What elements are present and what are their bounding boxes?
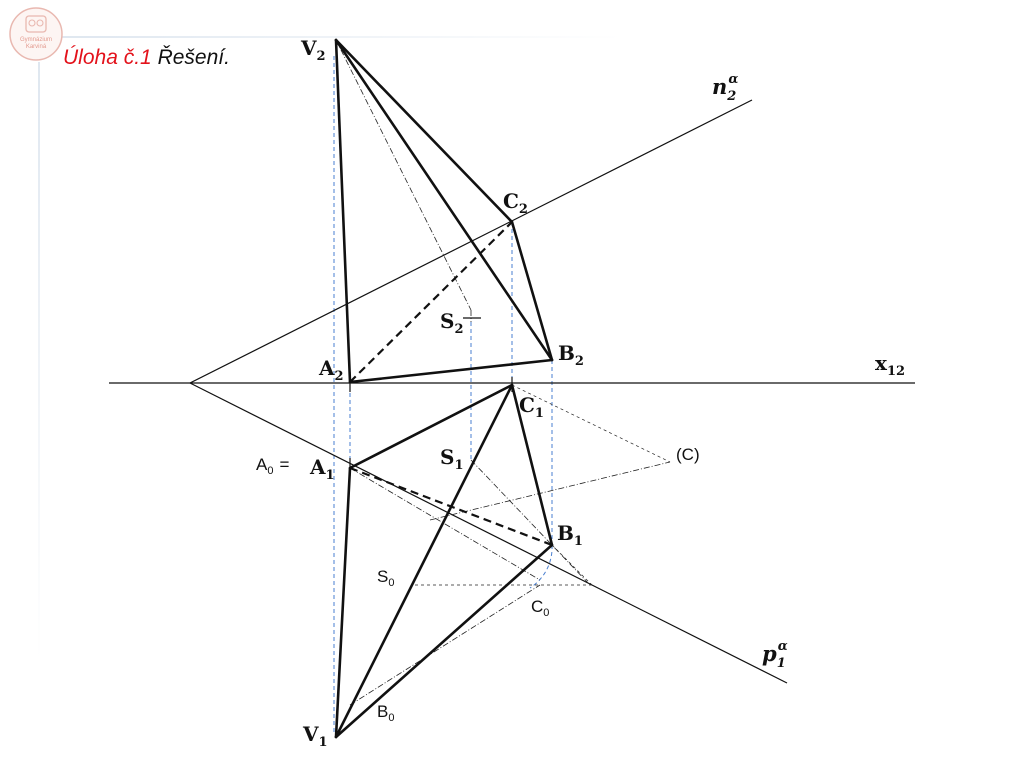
construction-labels: A0= (C) S0 C0 B0: [256, 445, 700, 724]
label-b1: B1: [557, 521, 583, 549]
a1-c0-line: [349, 467, 541, 581]
label-c-rotated: (C): [676, 445, 700, 464]
edge-a2-b2: [348, 358, 554, 384]
label-b2: B2: [558, 341, 584, 369]
s1-line: [470, 459, 591, 586]
label-b0: B0: [377, 702, 394, 724]
edge-c2-b2: [510, 220, 554, 362]
logo-text-line2: Karviná: [26, 44, 47, 50]
edge-c1-b1: [510, 383, 554, 547]
hidden-edge-a1-b1: [349, 466, 553, 547]
decorative-vertical-line: [38, 62, 40, 662]
edge-v2-a2: [334, 38, 352, 384]
label-a1: A1: [309, 455, 335, 483]
title-solution: Řešení.: [157, 46, 230, 69]
label-a2: A2: [318, 356, 344, 384]
label-x12: x12: [875, 351, 905, 379]
trace-labels: n2α p1α: [712, 72, 788, 671]
c1-c-paren-line: [511, 384, 671, 463]
vertex-labels: V2 C2 B2 A2 S2 x12 C1 S1 A1 B1 V1: [300, 36, 905, 750]
label-c0: C0: [531, 597, 549, 619]
label-c1: C1: [519, 393, 544, 421]
label-v1: V1: [302, 722, 328, 750]
fine-dashed-lines: [415, 384, 671, 586]
tick-marks: [349, 317, 513, 476]
rotation-arc: [529, 544, 553, 589]
hidden-edge-a2-c2: [349, 221, 513, 383]
label-s0: S0: [377, 567, 394, 589]
edge-a1-v1: [334, 466, 352, 739]
logo-text-line1: Gymnázium: [20, 37, 52, 43]
slide-title: Úloha č.1 Řešení.: [63, 46, 230, 70]
top-view-edges: [334, 383, 554, 739]
trace-p1: [189, 382, 788, 684]
edge-v2-c2: [334, 38, 514, 224]
edge-c1-v1: [334, 383, 514, 739]
front-view-edges: [334, 38, 554, 384]
label-v2: V2: [300, 36, 326, 64]
label-c2: C2: [503, 189, 528, 217]
c-paren-line: [429, 461, 671, 521]
title-task: Úloha č.1: [63, 46, 152, 69]
v2-s2-line: [335, 39, 472, 311]
b1-diag-line: [551, 544, 593, 586]
school-logo: Gymnázium Karviná: [9, 7, 63, 61]
b0-c0-line: [349, 584, 541, 706]
construction-lines: [335, 39, 671, 706]
label-n2: n2α: [712, 72, 738, 104]
edge-b1-v1: [334, 543, 554, 739]
label-s1: S1: [440, 445, 464, 473]
edge-a1-c1: [348, 383, 514, 470]
label-p1: p1α: [762, 639, 788, 671]
label-a0: A0=: [256, 455, 289, 477]
label-s2: S2: [440, 309, 464, 337]
edge-v2-b2: [334, 38, 554, 362]
decorative-horizontal-line: [62, 36, 622, 38]
